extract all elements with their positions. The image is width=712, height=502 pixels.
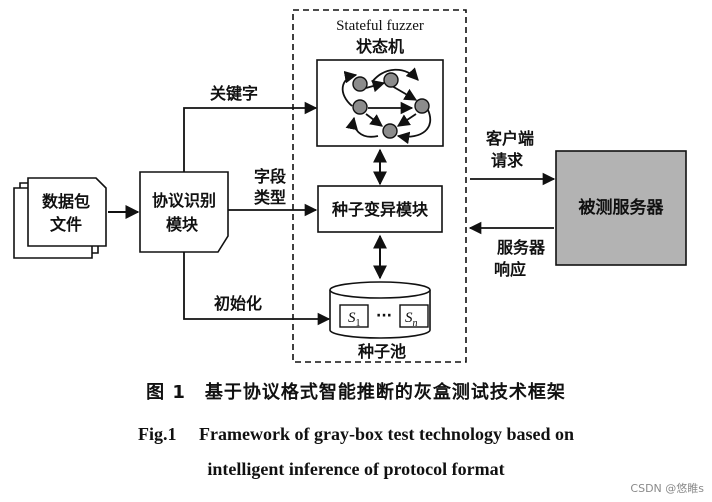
packet-file-label: 数据包: [42, 192, 90, 211]
field-type-label: 类型: [254, 188, 286, 207]
figure-caption-chinese: 图 1 基于协议格式智能推断的灰盒测试技术框架: [146, 382, 566, 403]
seed-mutation-box: [317, 185, 443, 233]
figure-caption-english-line1: Fig.1 Framework of gray-box test technol…: [138, 424, 574, 444]
packet-file-label: 文件: [50, 215, 82, 234]
figure-caption-english-line2: intelligent inference of protocol format: [207, 459, 505, 479]
protocol-id-box: [139, 171, 229, 253]
state-machine-graph: [341, 67, 431, 145]
seed-sn: Sn: [405, 310, 418, 329]
state-node: [352, 99, 368, 115]
packet-file-stack: [13, 177, 107, 259]
keyword-label: 关键字: [210, 84, 258, 103]
state-node: [382, 123, 398, 139]
arrow-init: [183, 252, 331, 326]
protocol-id-label: 模块: [166, 215, 199, 234]
seed-pool-cylinder: [329, 281, 431, 339]
framework-diagram: Stateful fuzzer 状态机 种子变异模块 S1 ··· Sn 种子池: [13, 9, 687, 363]
client-request-label: 客户端: [486, 129, 534, 148]
server-label: 被测服务器: [579, 197, 665, 218]
state-machine-label: 状态机: [356, 37, 404, 56]
stateful-fuzzer-container: [292, 9, 467, 363]
seed-s1: S1: [348, 310, 361, 329]
state-node: [414, 98, 430, 114]
seed-pool-label: 种子池: [357, 342, 406, 361]
stateful-fuzzer-title: Stateful fuzzer: [336, 18, 424, 34]
seed-mutation-label: 种子变异模块: [331, 200, 429, 219]
arrow-keyword: [183, 101, 318, 172]
watermark: CSDN @悠睢s: [630, 482, 704, 495]
field-type-label: 字段: [254, 167, 287, 186]
state-node: [383, 72, 399, 88]
state-node: [352, 76, 368, 92]
seed-ellipsis: ···: [376, 308, 392, 324]
client-request-label: 请求: [491, 151, 524, 170]
server-box: [555, 150, 687, 266]
server-response-label: 响应: [494, 260, 526, 279]
init-label: 初始化: [214, 294, 262, 313]
protocol-id-label: 协议识别: [152, 191, 216, 210]
server-response-label: 服务器: [497, 238, 546, 257]
